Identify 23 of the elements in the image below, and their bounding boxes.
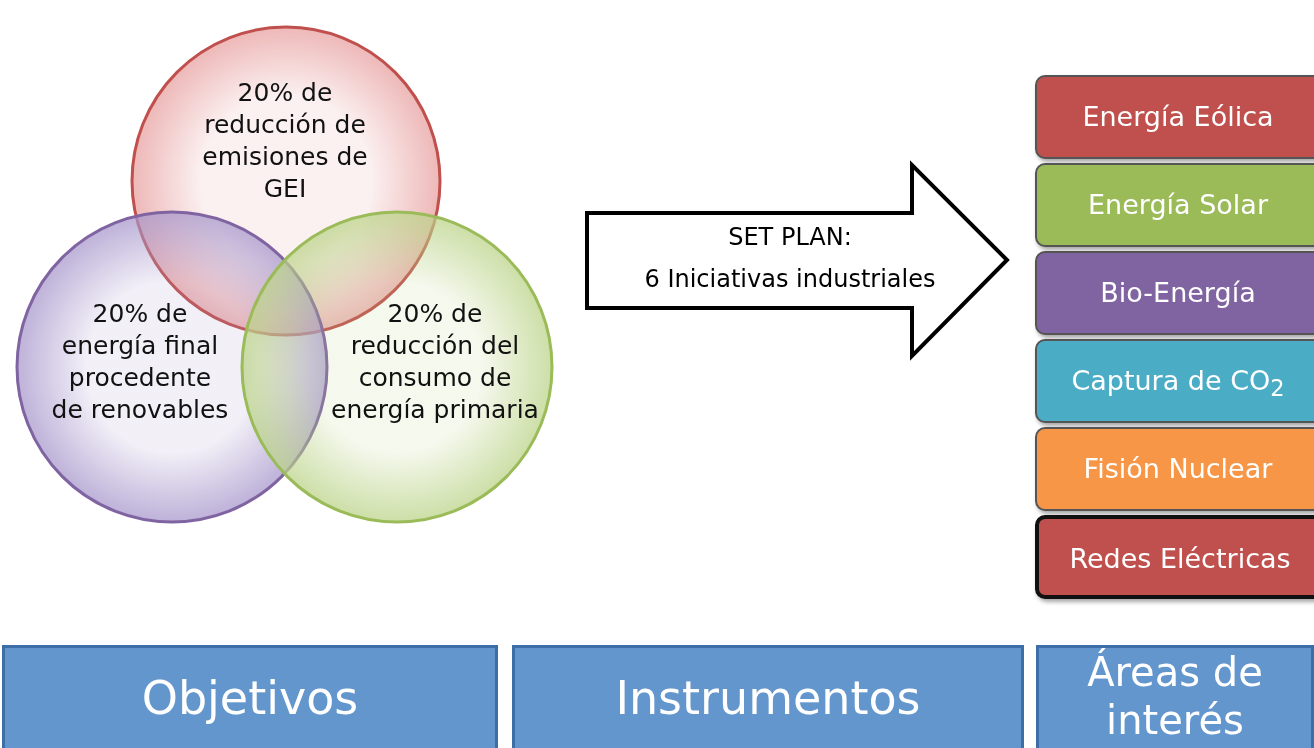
initiative-label: Energía Eólica (1081, 100, 1275, 134)
initiative-box (1035, 163, 1314, 247)
initiative-box (1035, 427, 1314, 511)
category-label: Objetivos (140, 670, 360, 726)
category-bar (2, 645, 498, 748)
initiative-box (1035, 339, 1314, 423)
goal-text: 20% de energía final procedente de renovables (50, 298, 230, 426)
initiative-label: Energía Solar (1087, 188, 1269, 222)
category-bar (512, 645, 1024, 748)
initiative-label: Captura de CO$_{2}$ (1070, 364, 1286, 404)
initiative-label: Bio-Energía (1099, 276, 1257, 310)
initiative-box (1035, 515, 1314, 599)
arrow-label: SET PLAN: (727, 222, 853, 253)
goal-text: 20% de reducción de emisiones de GEI (201, 77, 369, 205)
category-label: Áreas de interés (1086, 648, 1264, 744)
category-bar (1036, 645, 1314, 748)
initiative-label: Fisión Nuclear (1082, 452, 1274, 486)
initiative-box (1035, 75, 1314, 159)
initiative-label: Redes Eléctricas (1068, 542, 1292, 576)
goal-text: 20% de reducción del consumo de energía primaria (330, 298, 540, 426)
arrow-label: 6 Iniciativas industriales (643, 264, 937, 295)
initiative-box (1035, 251, 1314, 335)
category-label: Instrumentos (614, 670, 922, 726)
